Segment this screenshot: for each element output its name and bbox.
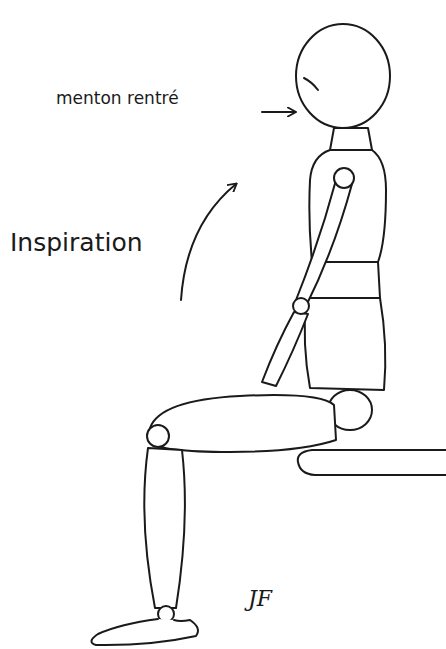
neck xyxy=(330,128,372,150)
inspiration-arrow xyxy=(181,184,236,300)
signature: JF xyxy=(248,586,272,611)
forearm xyxy=(262,312,308,386)
lower-leg xyxy=(144,448,185,608)
face-line xyxy=(304,78,318,90)
pelvis xyxy=(305,298,386,390)
shoulder-joint xyxy=(334,168,354,188)
foot xyxy=(91,619,198,645)
upper-arm xyxy=(296,180,352,306)
thigh xyxy=(150,395,336,452)
bench xyxy=(298,450,446,475)
annotation-label: menton rentré xyxy=(56,88,179,108)
head xyxy=(296,24,390,128)
chin-arrow xyxy=(262,111,295,113)
elbow-joint xyxy=(293,298,309,314)
knee-joint xyxy=(147,425,169,447)
breath-label: Inspiration xyxy=(10,228,143,257)
